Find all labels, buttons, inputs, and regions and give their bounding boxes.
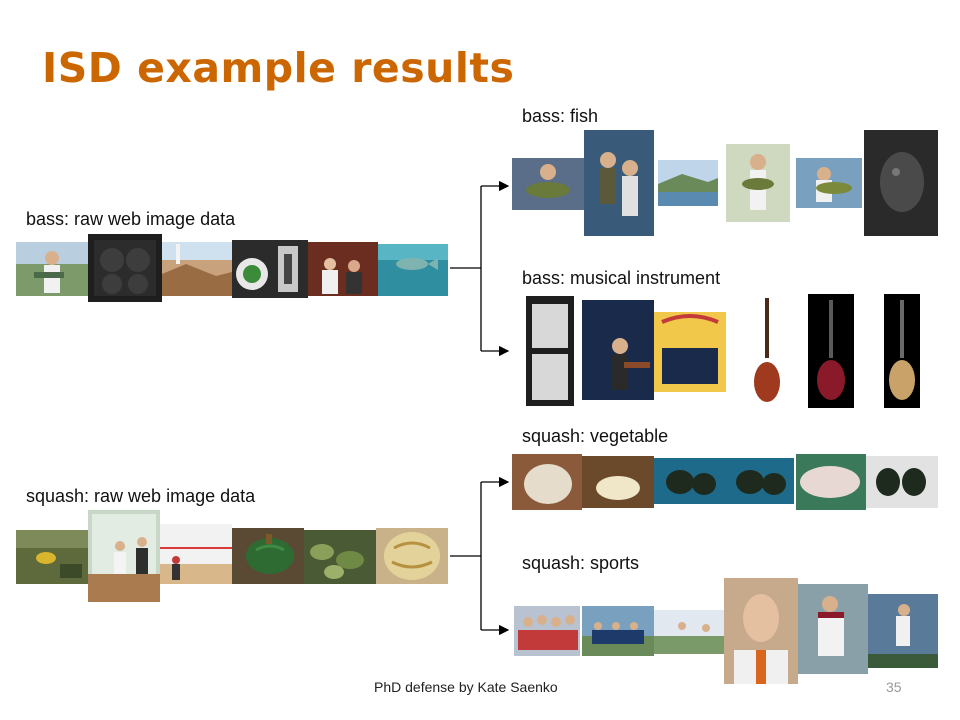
photo-red-bass-guitar-thumbnail <box>750 294 784 408</box>
photo-two-anglers-thumbnail <box>584 130 654 236</box>
photo-player-portrait-thumbnail <box>724 578 798 684</box>
photo-lake-landscape-thumbnail <box>658 160 718 206</box>
bass-fish-label: bass: fish <box>522 106 599 126</box>
bass-instrument-label: bass: musical instrument <box>522 268 721 288</box>
slide-title: ISD example results <box>42 44 515 92</box>
photo-acorn-squash-pair-thumbnail <box>724 458 794 504</box>
footer-text: PhD defense by Kate Saenko <box>374 679 558 695</box>
photo-green-squash-thumbnail <box>232 528 304 584</box>
photo-bassist-stage-thumbnail <box>582 300 654 400</box>
photo-bass-amplifier-thumbnail <box>88 234 162 302</box>
slide-footer: PhD defense by Kate Saenko 35 <box>0 679 960 699</box>
bass-raw-label: bass: raw web image data <box>26 209 236 229</box>
photo-acorn-squash-thumbnail <box>654 458 724 504</box>
bass-fish-result-strip <box>512 130 938 236</box>
photo-tennis-court-thumbnail <box>654 610 724 654</box>
photo-bird-foliage-thumbnail <box>16 530 88 584</box>
photo-bass-collage-thumbnail <box>654 312 726 392</box>
photo-squash-plants-thumbnail <box>304 530 376 584</box>
photo-dark-squash-thumbnail <box>866 456 938 508</box>
bass-raw-image-strip <box>16 234 448 302</box>
photo-pink-squash-thumbnail <box>796 454 866 510</box>
bass-instrument-result-strip <box>526 294 920 408</box>
photo-fisherman-bass-thumbnail <box>512 158 584 210</box>
photo-dark-bass-guitar-thumbnail <box>808 294 854 408</box>
photo-angler-boat-thumbnail <box>796 158 862 208</box>
photo-yellow-squash-thumbnail <box>376 528 448 584</box>
photo-people-restaurant-thumbnail <box>308 242 378 296</box>
photo-bass-artwork-thumbnail <box>864 130 938 236</box>
photo-team-outdoor-thumbnail <box>582 606 654 656</box>
photo-man-with-fish-thumbnail <box>16 242 88 296</box>
squash-sports-result-strip <box>514 578 938 684</box>
photo-butternut-squash-thumbnail <box>582 456 654 508</box>
squash-raw-label: squash: raw web image data <box>26 486 256 506</box>
photo-guitar-cd-thumbnail <box>232 240 308 298</box>
photo-natural-bass-guitar-thumbnail <box>884 294 920 408</box>
photo-baseball-pitcher-thumbnail <box>798 584 868 674</box>
photo-squash-court-thumbnail <box>160 524 232 584</box>
photo-white-squash-thumbnail <box>512 454 582 510</box>
squash-sports-label: squash: sports <box>522 553 640 573</box>
squash-vegetable-result-strip <box>512 454 938 510</box>
squash-raw-image-strip <box>16 510 448 602</box>
photo-amplifier-stack-thumbnail <box>526 296 574 406</box>
photo-underwater-fish-thumbnail <box>378 244 448 296</box>
photo-squash-court-players-thumbnail <box>88 510 160 602</box>
bass-split-arrow <box>450 180 510 357</box>
photo-team-group-thumbnail <box>514 606 580 656</box>
squash-split-arrow <box>450 476 510 636</box>
photo-man-holding-bass-thumbnail <box>726 144 790 222</box>
squash-vegetable-label: squash: vegetable <box>522 426 669 446</box>
photo-coastal-landscape-thumbnail <box>162 242 232 296</box>
photo-squash-player-thumbnail <box>868 594 938 668</box>
page-number: 35 <box>886 679 902 695</box>
